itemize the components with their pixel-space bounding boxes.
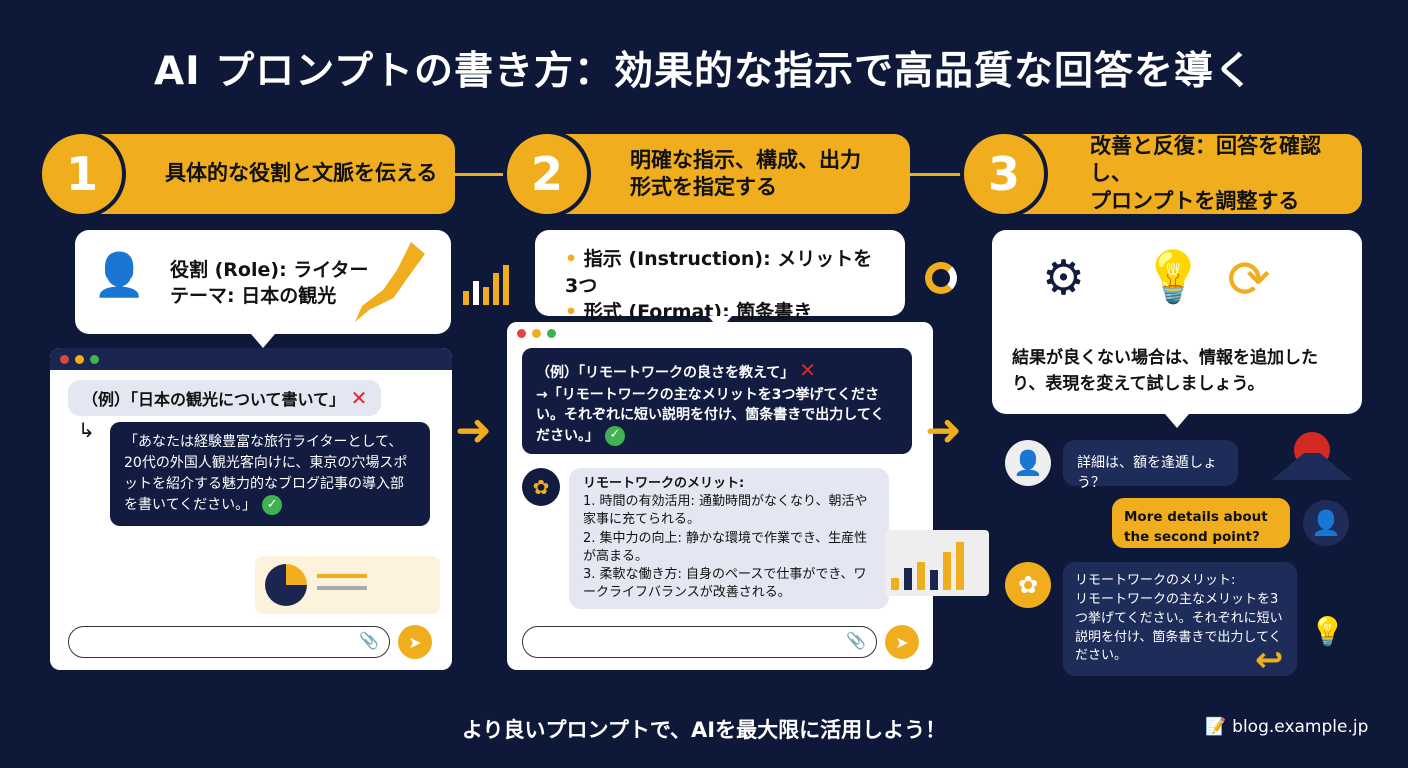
lightbulb-icon: 💡 bbox=[1310, 615, 1345, 648]
chart-card bbox=[255, 556, 440, 614]
ai-logo-icon: ✿ bbox=[522, 468, 560, 506]
x-icon: ✕ bbox=[799, 358, 816, 382]
send-button[interactable]: ➤ bbox=[885, 625, 919, 659]
chat-message: リモートワークのメリット: リモートワークの主なメリットを3つ挙げてください。そ… bbox=[1063, 562, 1297, 677]
step-label: 具体的な役割と文脈を伝える bbox=[165, 161, 438, 186]
bad-example: （例）「リモートワークの良さを教えて」 bbox=[536, 365, 795, 381]
connector bbox=[450, 173, 520, 176]
page-title: AI プロンプトの書き方：効果的な指示で高品質な回答を導く bbox=[153, 49, 1255, 94]
writer-icon: 👤 bbox=[93, 250, 146, 299]
response-item: 3. 柔軟な働き方: 自身のペースで仕事ができ、ワークライフバランスが改善される… bbox=[583, 566, 867, 601]
lightbulb-icon: 💡 bbox=[1142, 248, 1205, 306]
bad-example: （例）「日本の観光について書いて」 ✕ bbox=[68, 380, 382, 416]
ai-response: リモートワークのメリット: 1. 時間の有効活用: 通勤時間がなくなり、朝活や家… bbox=[569, 468, 889, 610]
ai-logo-icon: ✿ bbox=[1005, 562, 1051, 608]
donut-chart-icon bbox=[925, 262, 957, 294]
bullet: • 形式 (Format): 箇条書き bbox=[565, 301, 813, 324]
role-line: 役割 (Role): ライター bbox=[170, 259, 369, 281]
good-example: →「リモートワークの主なメリットを3つ挙げてください。それぞれに短い説明を付け、… bbox=[536, 387, 885, 444]
step-3-header: 改善と反復：回答を確認し、 プロンプトを調整する bbox=[1000, 134, 1362, 214]
check-icon: ✓ bbox=[605, 425, 625, 446]
bullet: • 指示 (Instruction): メリットを3つ bbox=[565, 248, 873, 297]
prompt-example: （例）「リモートワークの良さを教えて」 ✕ →「リモートワークの主なメリットを3… bbox=[522, 348, 912, 454]
step-number: 1 bbox=[38, 130, 126, 218]
pie-chart-icon bbox=[265, 564, 307, 606]
theme-line: テーマ: 日本の観光 bbox=[170, 284, 337, 307]
step-2-header: 明確な指示、構成、出力 形式を指定する bbox=[540, 134, 910, 214]
site-url: blog.example.jp bbox=[1232, 717, 1369, 737]
reply-arrow-icon: ↩ bbox=[1255, 640, 1284, 680]
step-number: 2 bbox=[503, 130, 591, 218]
x-icon: ✕ bbox=[350, 386, 368, 410]
response-item: 1. 時間の有効活用: 通勤時間がなくなり、朝活や家事に充てられる。 bbox=[583, 494, 868, 528]
chat-window-1: （例）「日本の観光について書いて」 ✕ ↳ 「あなたは経験豊富な旅行ライターとし… bbox=[50, 348, 452, 670]
gears-icon: ⚙ bbox=[1042, 250, 1086, 306]
refresh-icon: ⟳ bbox=[1227, 250, 1271, 310]
step-number: 3 bbox=[960, 130, 1048, 218]
step-label: 改善と反復：回答を確認し、 プロンプトを調整する bbox=[1090, 134, 1321, 213]
footer-slogan: より良いプロンプトで、AIを最大限に活用しよう！ bbox=[461, 718, 947, 742]
instruction-bubble: • 指示 (Instruction): メリットを3つ • 形式 (Format… bbox=[535, 230, 905, 330]
growth-chart-icon bbox=[885, 530, 989, 596]
send-button[interactable]: ➤ bbox=[398, 625, 432, 659]
tip-text: 結果が良くない場合は、情報を追加したり、表現を変えて試しましょう。 bbox=[1012, 348, 1318, 394]
notepad-icon: 📝 bbox=[1205, 717, 1227, 737]
response-item: 2. 集中力の向上: 静かな環境で作業でき、生産性が高まる。 bbox=[583, 530, 868, 564]
chat-message: More details about the second point? bbox=[1112, 498, 1290, 548]
tip-bubble: ⚙ 💡 ⟳ 結果が良くない場合は、情報を追加したり、表現を変えて試しましょう。 bbox=[992, 230, 1362, 428]
chat-message: 詳細は、額を逢遁しょう？ bbox=[1063, 440, 1238, 491]
connector bbox=[905, 173, 975, 176]
good-example: 「あなたは経験豊富な旅行ライターとして、20代の外国人観光客向けに、東京の穴場ス… bbox=[110, 422, 430, 526]
curved-arrow-icon: ➜ bbox=[925, 405, 962, 456]
paperclip-icon[interactable]: 📎 bbox=[846, 631, 866, 650]
step-label: 明確な指示、構成、出力 形式を指定する bbox=[630, 147, 861, 199]
message-input[interactable]: 📎 bbox=[68, 626, 390, 658]
site-credit: 📝blog.example.jp bbox=[1205, 717, 1368, 737]
return-arrow-icon: ↳ bbox=[78, 418, 95, 442]
paperclip-icon[interactable]: 📎 bbox=[359, 631, 379, 650]
user-avatar: 👤 bbox=[1005, 440, 1051, 486]
bar-chart-icon bbox=[463, 265, 523, 305]
role-bubble: 👤 役割 (Role): ライター テーマ: 日本の観光 bbox=[75, 230, 451, 348]
message-input[interactable]: 📎 bbox=[522, 626, 877, 658]
step-1-header: 具体的な役割と文脈を伝える bbox=[75, 134, 455, 214]
user-avatar: 👤 bbox=[1303, 500, 1349, 546]
curved-arrow-icon: ➜ bbox=[455, 405, 492, 456]
check-icon: ✓ bbox=[262, 495, 283, 515]
mount-fuji-icon bbox=[1272, 432, 1352, 482]
chat-window-2: （例）「リモートワークの良さを教えて」 ✕ →「リモートワークの主なメリットを3… bbox=[507, 322, 933, 670]
